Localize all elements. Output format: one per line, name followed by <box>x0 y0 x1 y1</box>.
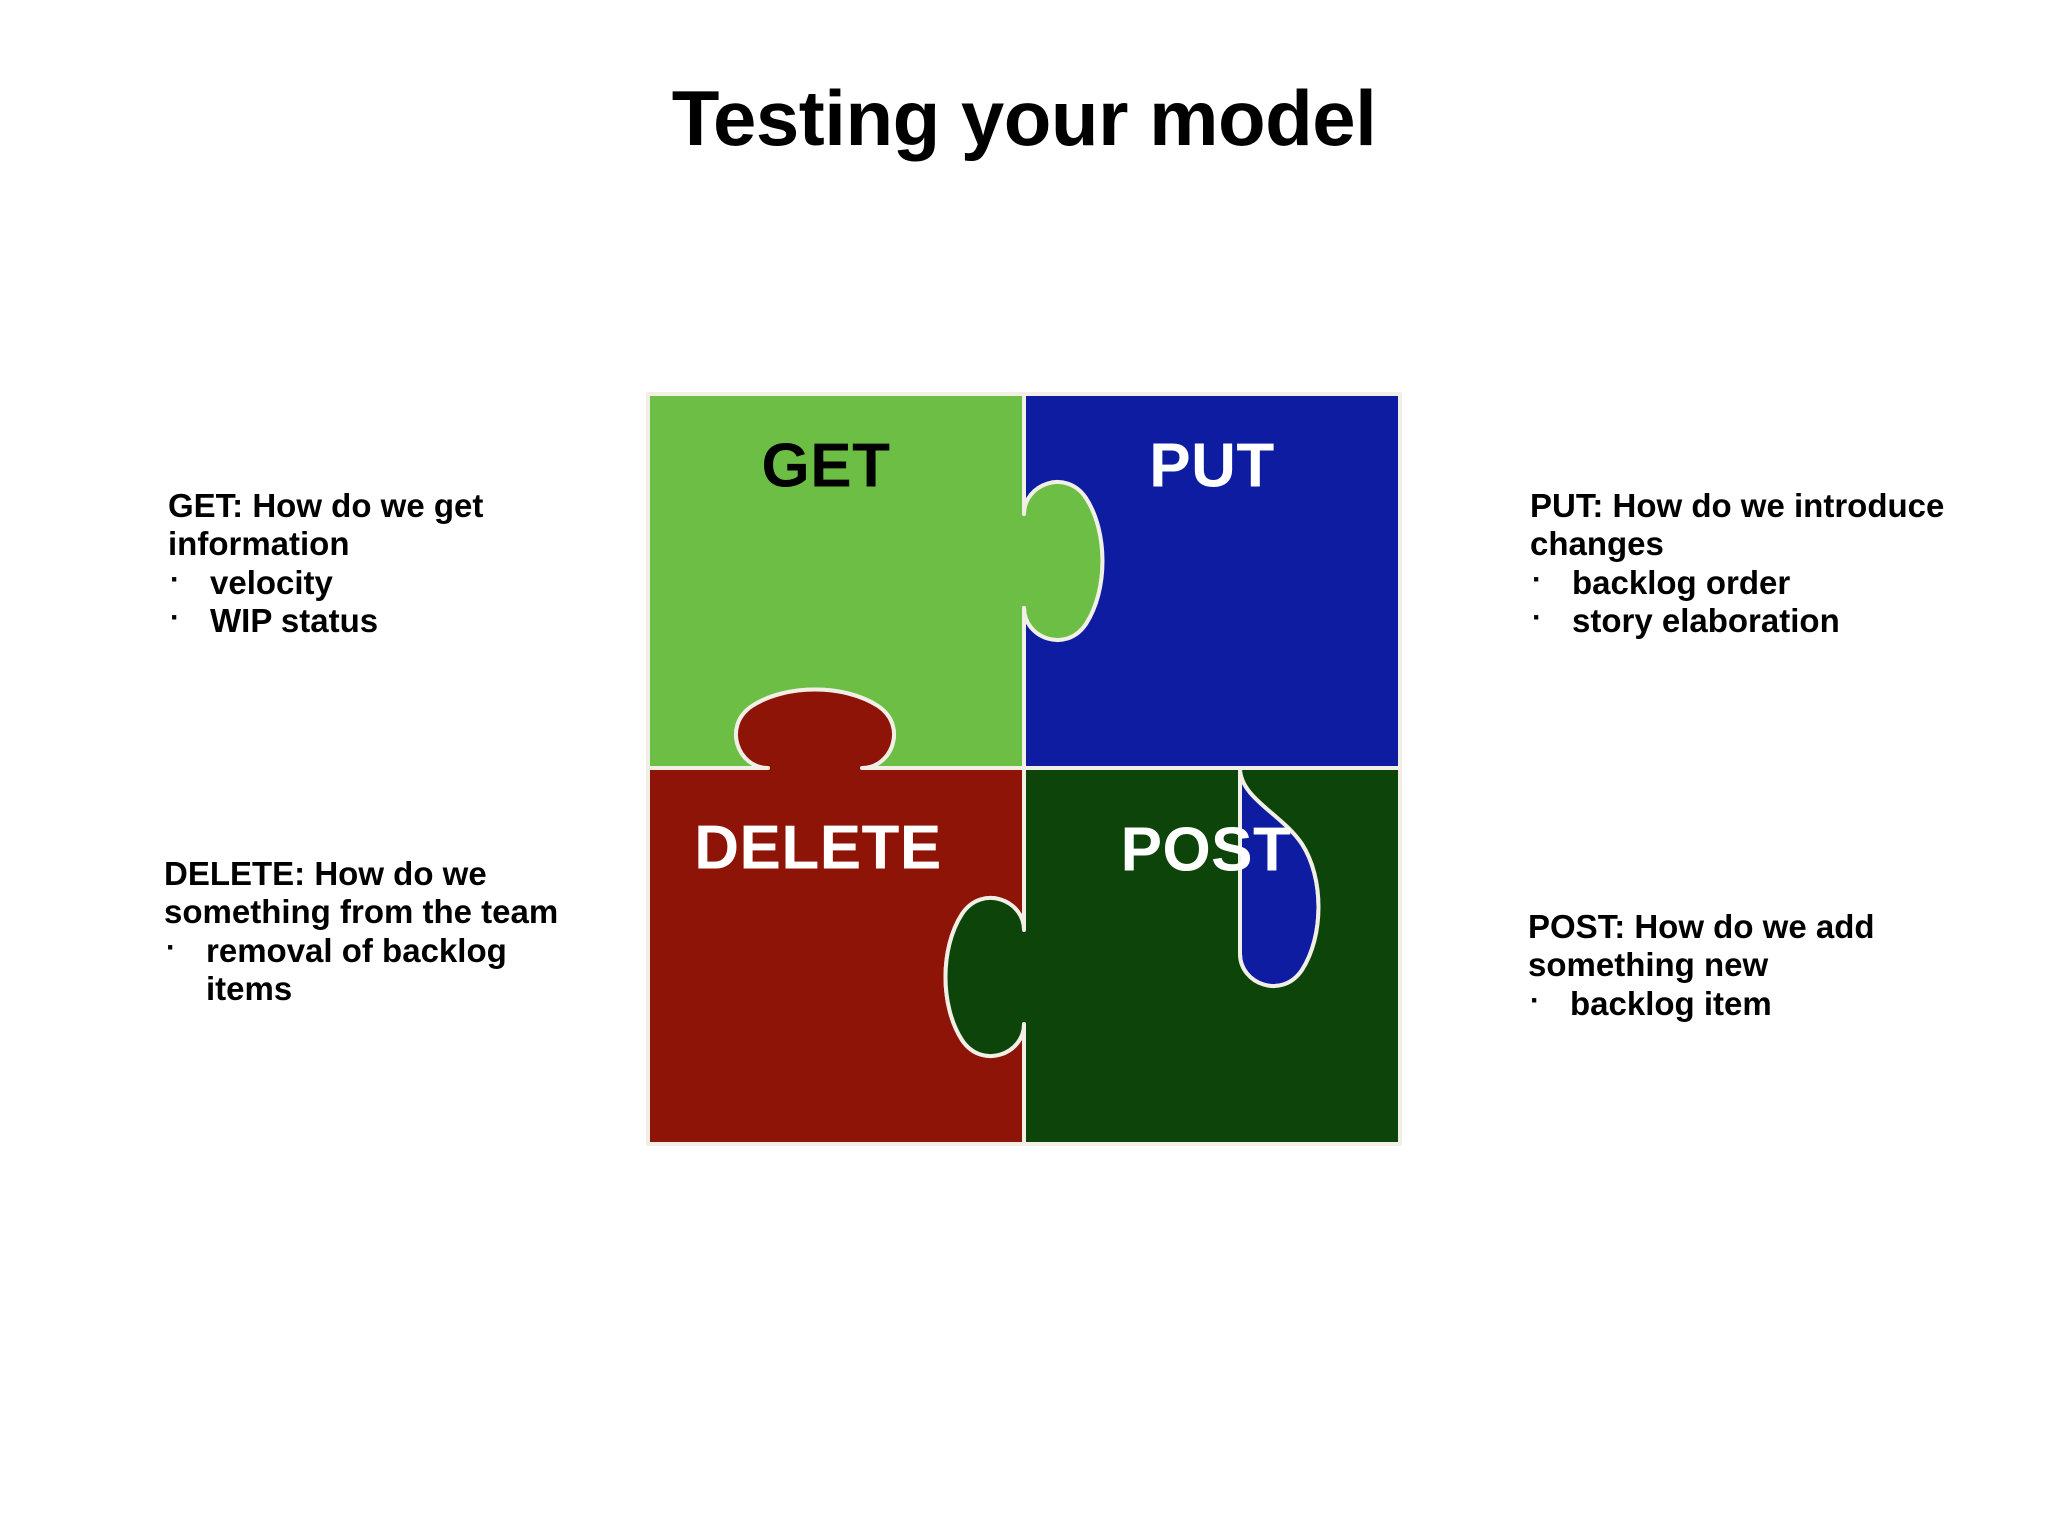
list-item: · WIP status <box>168 600 588 640</box>
list-item: · removal of backlog items <box>164 930 594 1009</box>
annotation-delete-heading: DELETE: How do we something from the tea… <box>164 855 559 931</box>
list-item: · backlog item <box>1528 983 1958 1023</box>
bullet-icon: · <box>170 562 180 596</box>
annotation-put-bullet-list: · backlog order · story elaboration <box>1530 562 1960 641</box>
page-title: Testing your model <box>671 74 1377 162</box>
annotation-delete-bullet-list: · removal of backlog items <box>164 930 594 1009</box>
puzzle-label-post: POST <box>1121 815 1292 884</box>
bullet-icon: · <box>1532 600 1542 634</box>
list-item-label: removal of backlog items <box>206 931 507 1007</box>
puzzle-label-put: PUT <box>1149 431 1275 500</box>
annotation-get-bullet-list: · velocity · WIP status <box>168 562 588 641</box>
annotation-get-heading: GET: How do we get information <box>168 487 484 563</box>
list-item: · velocity <box>168 562 588 602</box>
annotation-post: POST: How do we add something new · back… <box>1528 908 1958 1023</box>
list-item-label: backlog order <box>1572 563 1791 601</box>
list-item-label: WIP status <box>210 601 379 639</box>
puzzle-diagram: GET PUT DELETE POST <box>646 392 1402 1146</box>
list-item-label: backlog item <box>1570 984 1772 1022</box>
bullet-icon: · <box>170 600 180 634</box>
annotation-delete: DELETE: How do we something from the tea… <box>164 855 594 1008</box>
annotation-post-heading: POST: How do we add something new <box>1528 908 1875 984</box>
list-item-label: velocity <box>210 563 333 601</box>
annotation-put-heading: PUT: How do we introduce changes <box>1530 487 1945 563</box>
list-item: · story elaboration <box>1530 600 1960 640</box>
puzzle-svg: GET PUT DELETE POST <box>646 392 1402 1146</box>
bullet-icon: · <box>166 930 176 964</box>
annotation-put: PUT: How do we introduce changes · backl… <box>1530 487 1960 640</box>
bullet-icon: · <box>1530 983 1540 1017</box>
puzzle-label-get: GET <box>762 431 891 500</box>
list-item-label: story elaboration <box>1572 601 1840 639</box>
annotation-get: GET: How do we get information · velocit… <box>168 487 588 640</box>
puzzle-label-delete: DELETE <box>694 813 942 882</box>
annotation-post-bullet-list: · backlog item <box>1528 983 1958 1023</box>
puzzle-piece-post[interactable] <box>943 766 1402 1146</box>
bullet-icon: · <box>1532 562 1542 596</box>
list-item: · backlog order <box>1530 562 1960 602</box>
